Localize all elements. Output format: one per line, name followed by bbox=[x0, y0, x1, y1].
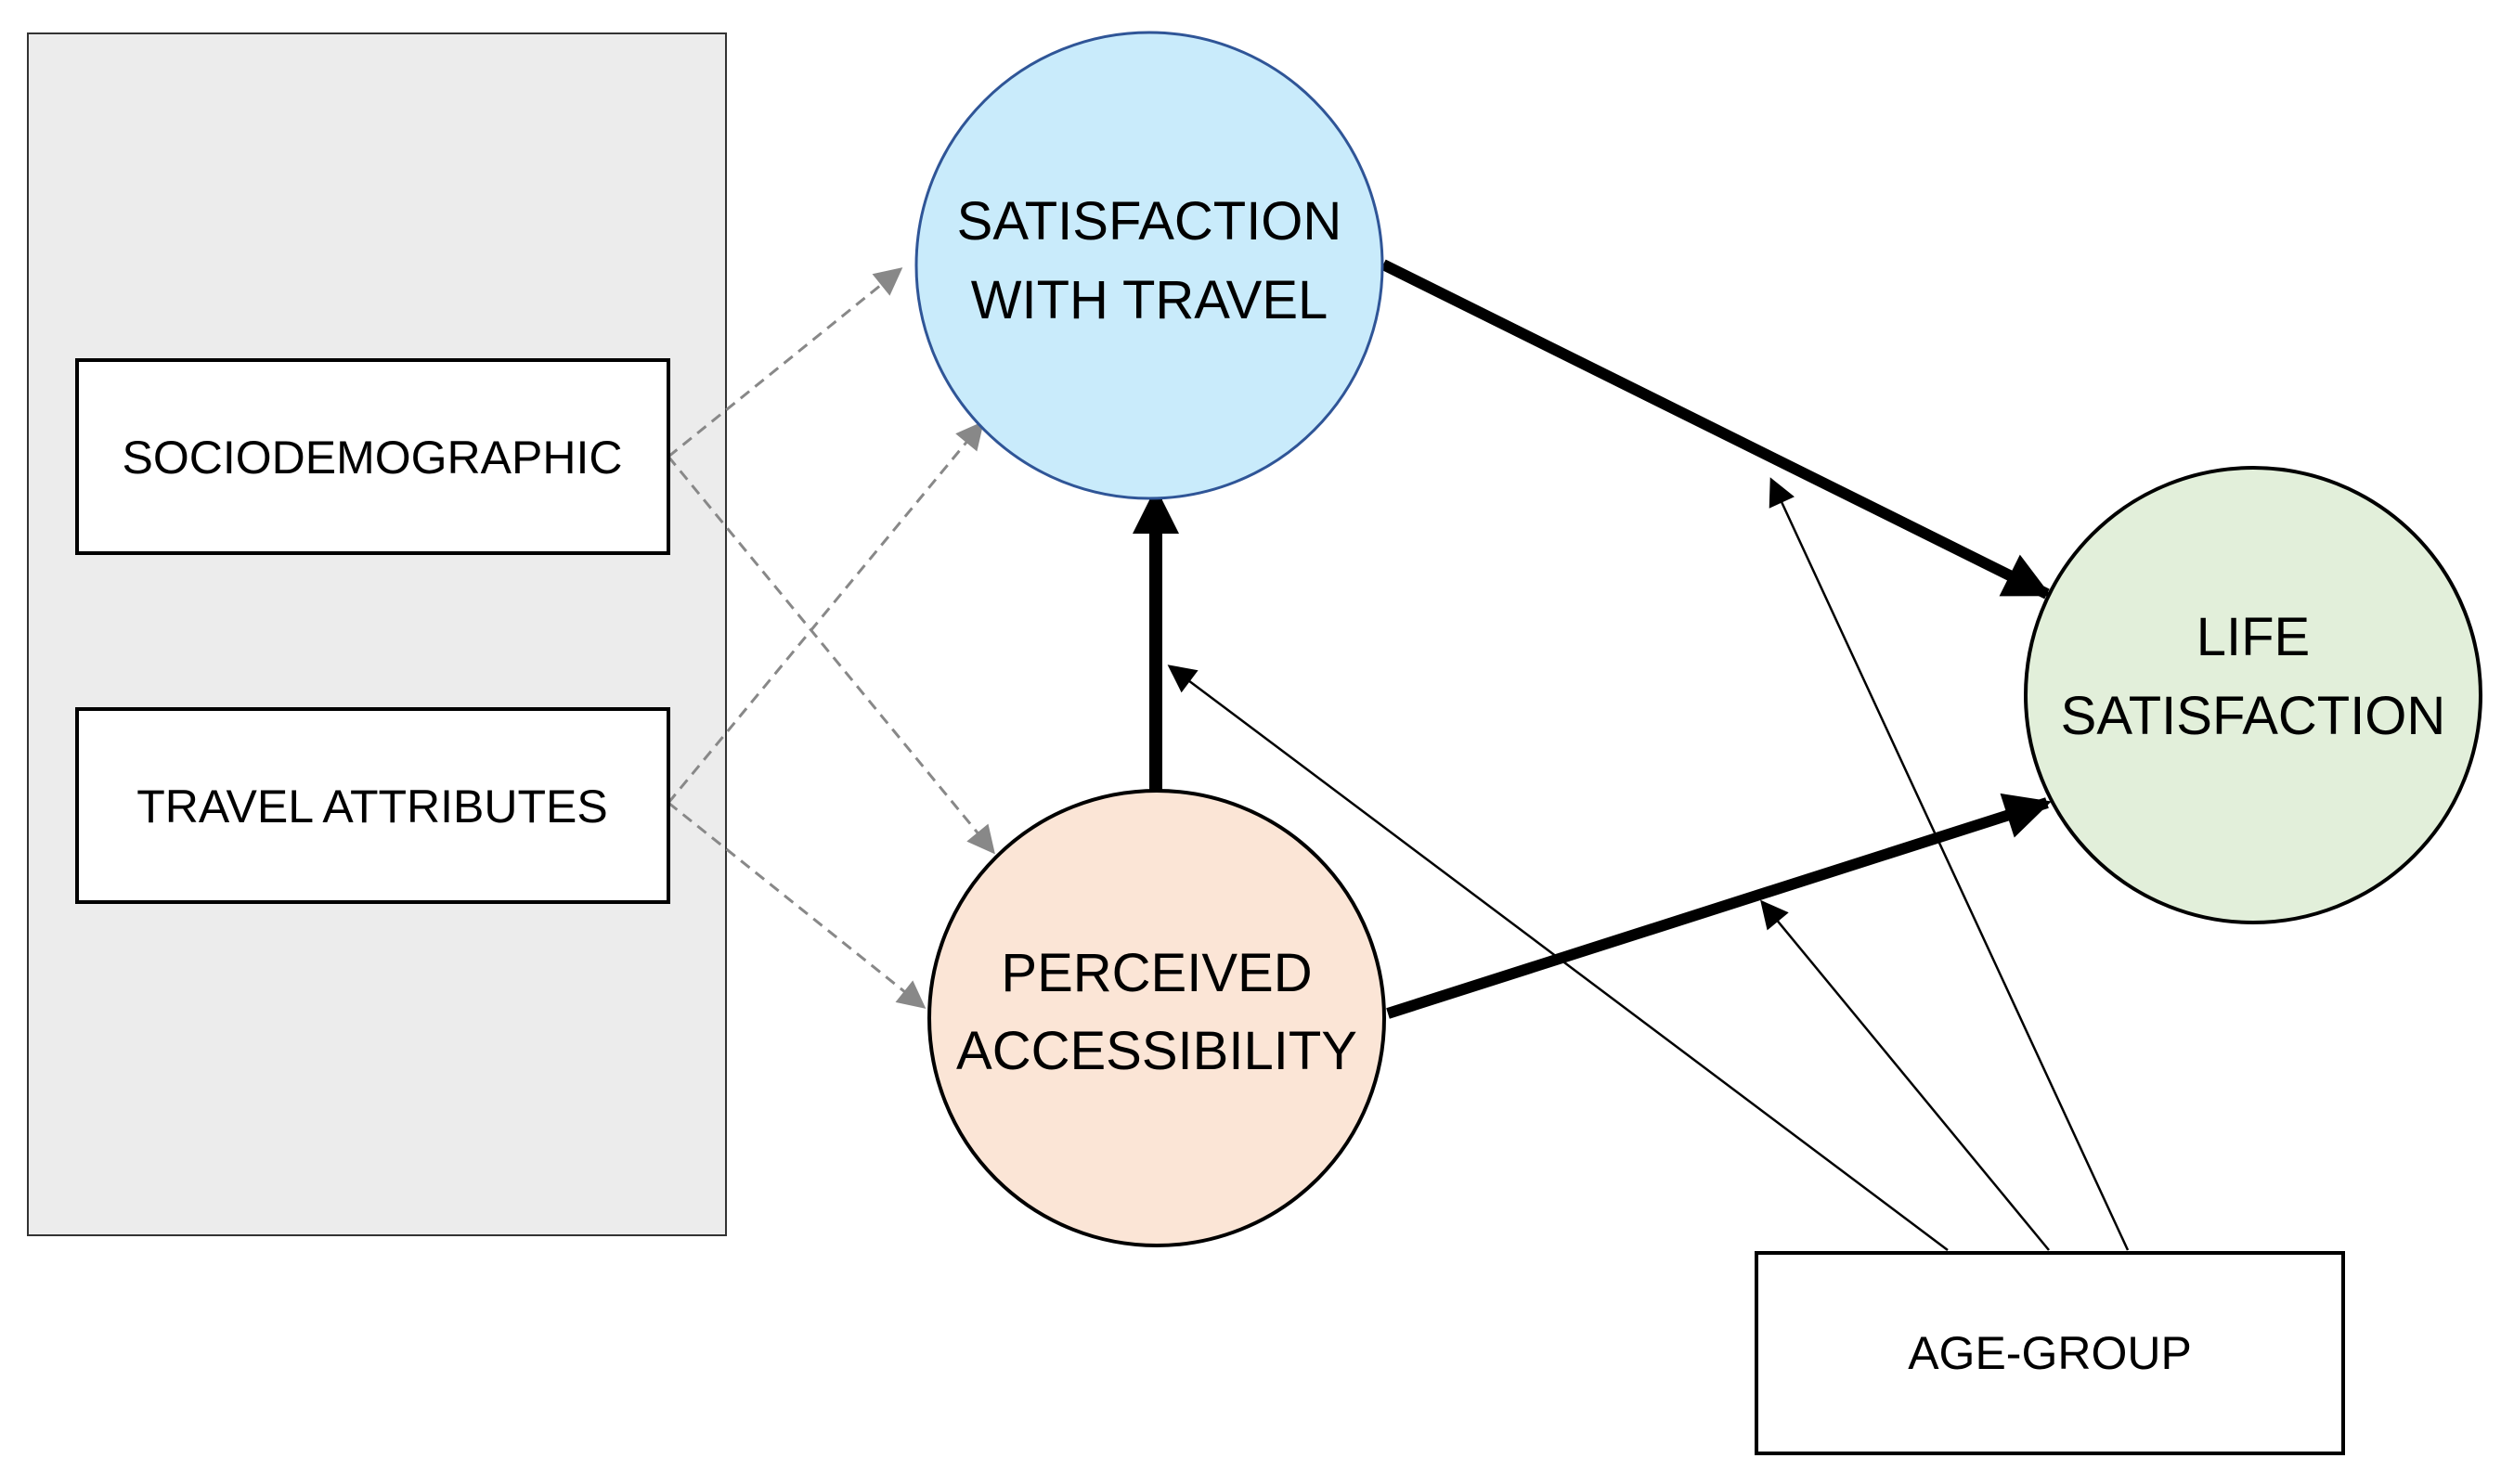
arrow-age-moderates-access-to-life bbox=[1760, 899, 2050, 1251]
arrow-accessibility-to-life bbox=[1386, 793, 2052, 1019]
travel-attributes-label: TRAVEL ATTRIBUTES bbox=[136, 781, 608, 832]
life-label-line1: LIFE bbox=[2196, 607, 2311, 667]
arrow-satisfaction-to-life bbox=[1380, 259, 2052, 600]
life-circle bbox=[2024, 466, 2482, 924]
group-panel bbox=[27, 32, 727, 1236]
node-travel-attributes: TRAVEL ATTRIBUTES bbox=[75, 707, 670, 904]
satisfaction-label-line2: WITH TRAVEL bbox=[971, 270, 1328, 330]
satisfaction-circle bbox=[914, 31, 1384, 500]
accessibility-label-line2: ACCESSIBILITY bbox=[956, 1021, 1357, 1081]
arrow-travel-to-satisfaction bbox=[667, 420, 984, 804]
accessibility-label-line1: PERCEIVED bbox=[1001, 943, 1312, 1003]
node-age-group: AGE-GROUP bbox=[1755, 1251, 2345, 1455]
life-label-line2: SATISFACTION bbox=[2061, 686, 2446, 746]
node-life-satisfaction: LIFE SATISFACTION bbox=[2024, 466, 2482, 924]
accessibility-circle bbox=[927, 789, 1386, 1247]
arrow-age-moderates-satisfaction-to-life bbox=[1769, 477, 2130, 1251]
satisfaction-label-line1: SATISFACTION bbox=[957, 191, 1342, 252]
node-satisfaction-with-travel: SATISFACTION WITH TRAVEL bbox=[914, 31, 1384, 500]
node-perceived-accessibility: PERCEIVED ACCESSIBILITY bbox=[927, 789, 1386, 1247]
age-group-label: AGE-GROUP bbox=[1908, 1327, 2192, 1379]
sociodemographic-label: SOCIODEMOGRAPHIC bbox=[123, 432, 623, 484]
arrow-socio-to-accessibility bbox=[667, 456, 995, 855]
node-sociodemographic: SOCIODEMOGRAPHIC bbox=[75, 358, 670, 555]
arrow-socio-to-satisfaction bbox=[667, 267, 903, 458]
